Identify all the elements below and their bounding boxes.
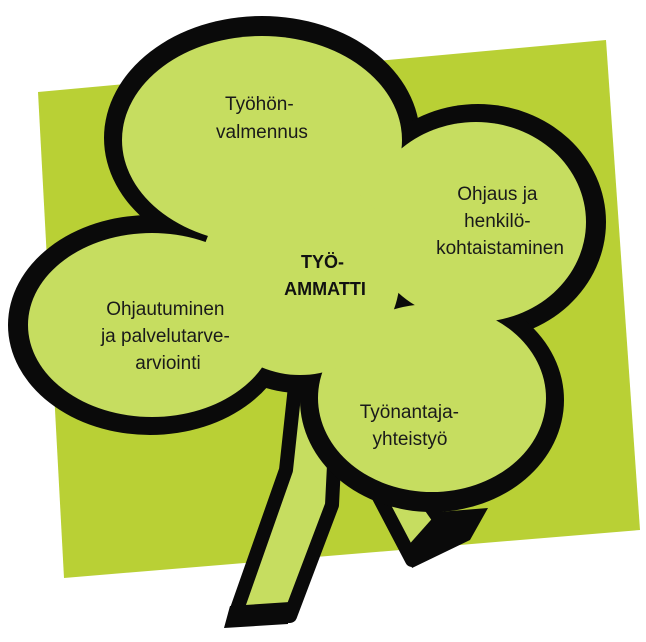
clover-diagram: TYÖ- AMMATTI Työhön- valmennus Ohjaus ja…: [0, 0, 646, 642]
